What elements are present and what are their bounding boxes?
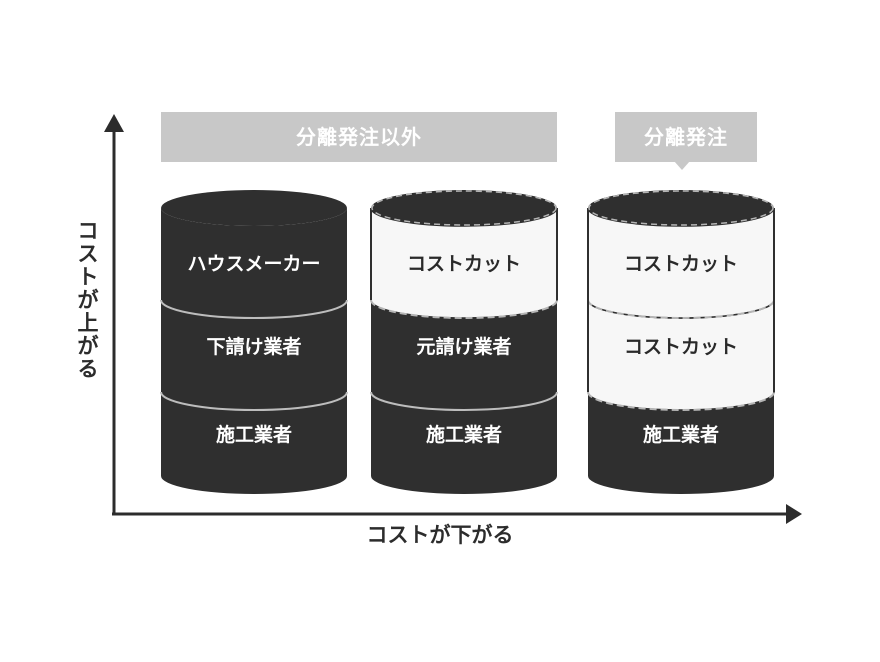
- cylinder-top-dashed-rim: [588, 190, 774, 226]
- cylinder-divider: [370, 391, 558, 411]
- y-axis-label-char: ト: [78, 264, 99, 289]
- cylinder-segment-label: コストカット: [407, 253, 521, 275]
- cylinder-top-dashed-rim: [371, 190, 557, 226]
- cylinder-segment-label: 施工業者: [216, 423, 292, 446]
- cylinder-top: [161, 190, 347, 226]
- cylinder-segment-label: 元請け業者: [416, 335, 511, 358]
- y-axis-label-char: コ: [78, 218, 99, 243]
- cylinder-segment-label: コストカット: [624, 253, 738, 275]
- cylinder-segment-label: 施工業者: [426, 423, 502, 446]
- axes: [104, 114, 802, 524]
- cylinder-divider: [370, 299, 558, 319]
- cylinder-divider: [587, 391, 775, 411]
- cylinder-divider: [587, 299, 775, 319]
- cylinder-segment-label: ハウスメーカー: [187, 253, 320, 275]
- cylinder-segment: [161, 392, 347, 494]
- banner-left-label: 分離発注以外: [296, 125, 422, 149]
- x-axis-label: コストが下がる: [367, 522, 514, 547]
- cylinders: ハウスメーカー下請け業者施工業者コストカット元請け業者施工業者コストカットコスト…: [160, 190, 775, 494]
- y-axis-label: コ ス ト が 上 が る: [78, 218, 99, 381]
- cylinder-segment: [588, 392, 774, 494]
- cylinder-segment: [371, 392, 557, 494]
- cylinder-divider: [160, 391, 348, 411]
- banner-left-box: [161, 112, 557, 162]
- cylinder-top: [371, 190, 557, 226]
- y-axis-label-char: が: [78, 287, 99, 312]
- cylinder-segment: [161, 300, 347, 410]
- banner-right: 分離発注: [615, 112, 757, 170]
- banner-right-box: [615, 112, 757, 162]
- x-axis-arrow-icon: [786, 504, 802, 524]
- cylinder-segment-label: 施工業者: [643, 423, 719, 446]
- banner-right-label: 分離発注: [644, 125, 728, 149]
- cylinder-segment-label: コストカット: [624, 336, 738, 358]
- cylinder-segment: [371, 300, 557, 410]
- banner-right-pointer-icon: [674, 161, 690, 170]
- cylinder-divider: [160, 299, 348, 319]
- y-axis-label-char: が: [78, 333, 99, 358]
- cylinder-top: [588, 190, 774, 226]
- cylinder-segment: [161, 208, 347, 318]
- cylinder-segment-label: 下請け業者: [206, 335, 301, 358]
- y-axis-label-char: る: [78, 356, 99, 381]
- y-axis-label-char: 上: [78, 310, 99, 335]
- banner-left: 分離発注以外: [161, 112, 557, 162]
- y-axis-arrow-icon: [104, 114, 124, 132]
- y-axis-label-char: ス: [78, 241, 99, 266]
